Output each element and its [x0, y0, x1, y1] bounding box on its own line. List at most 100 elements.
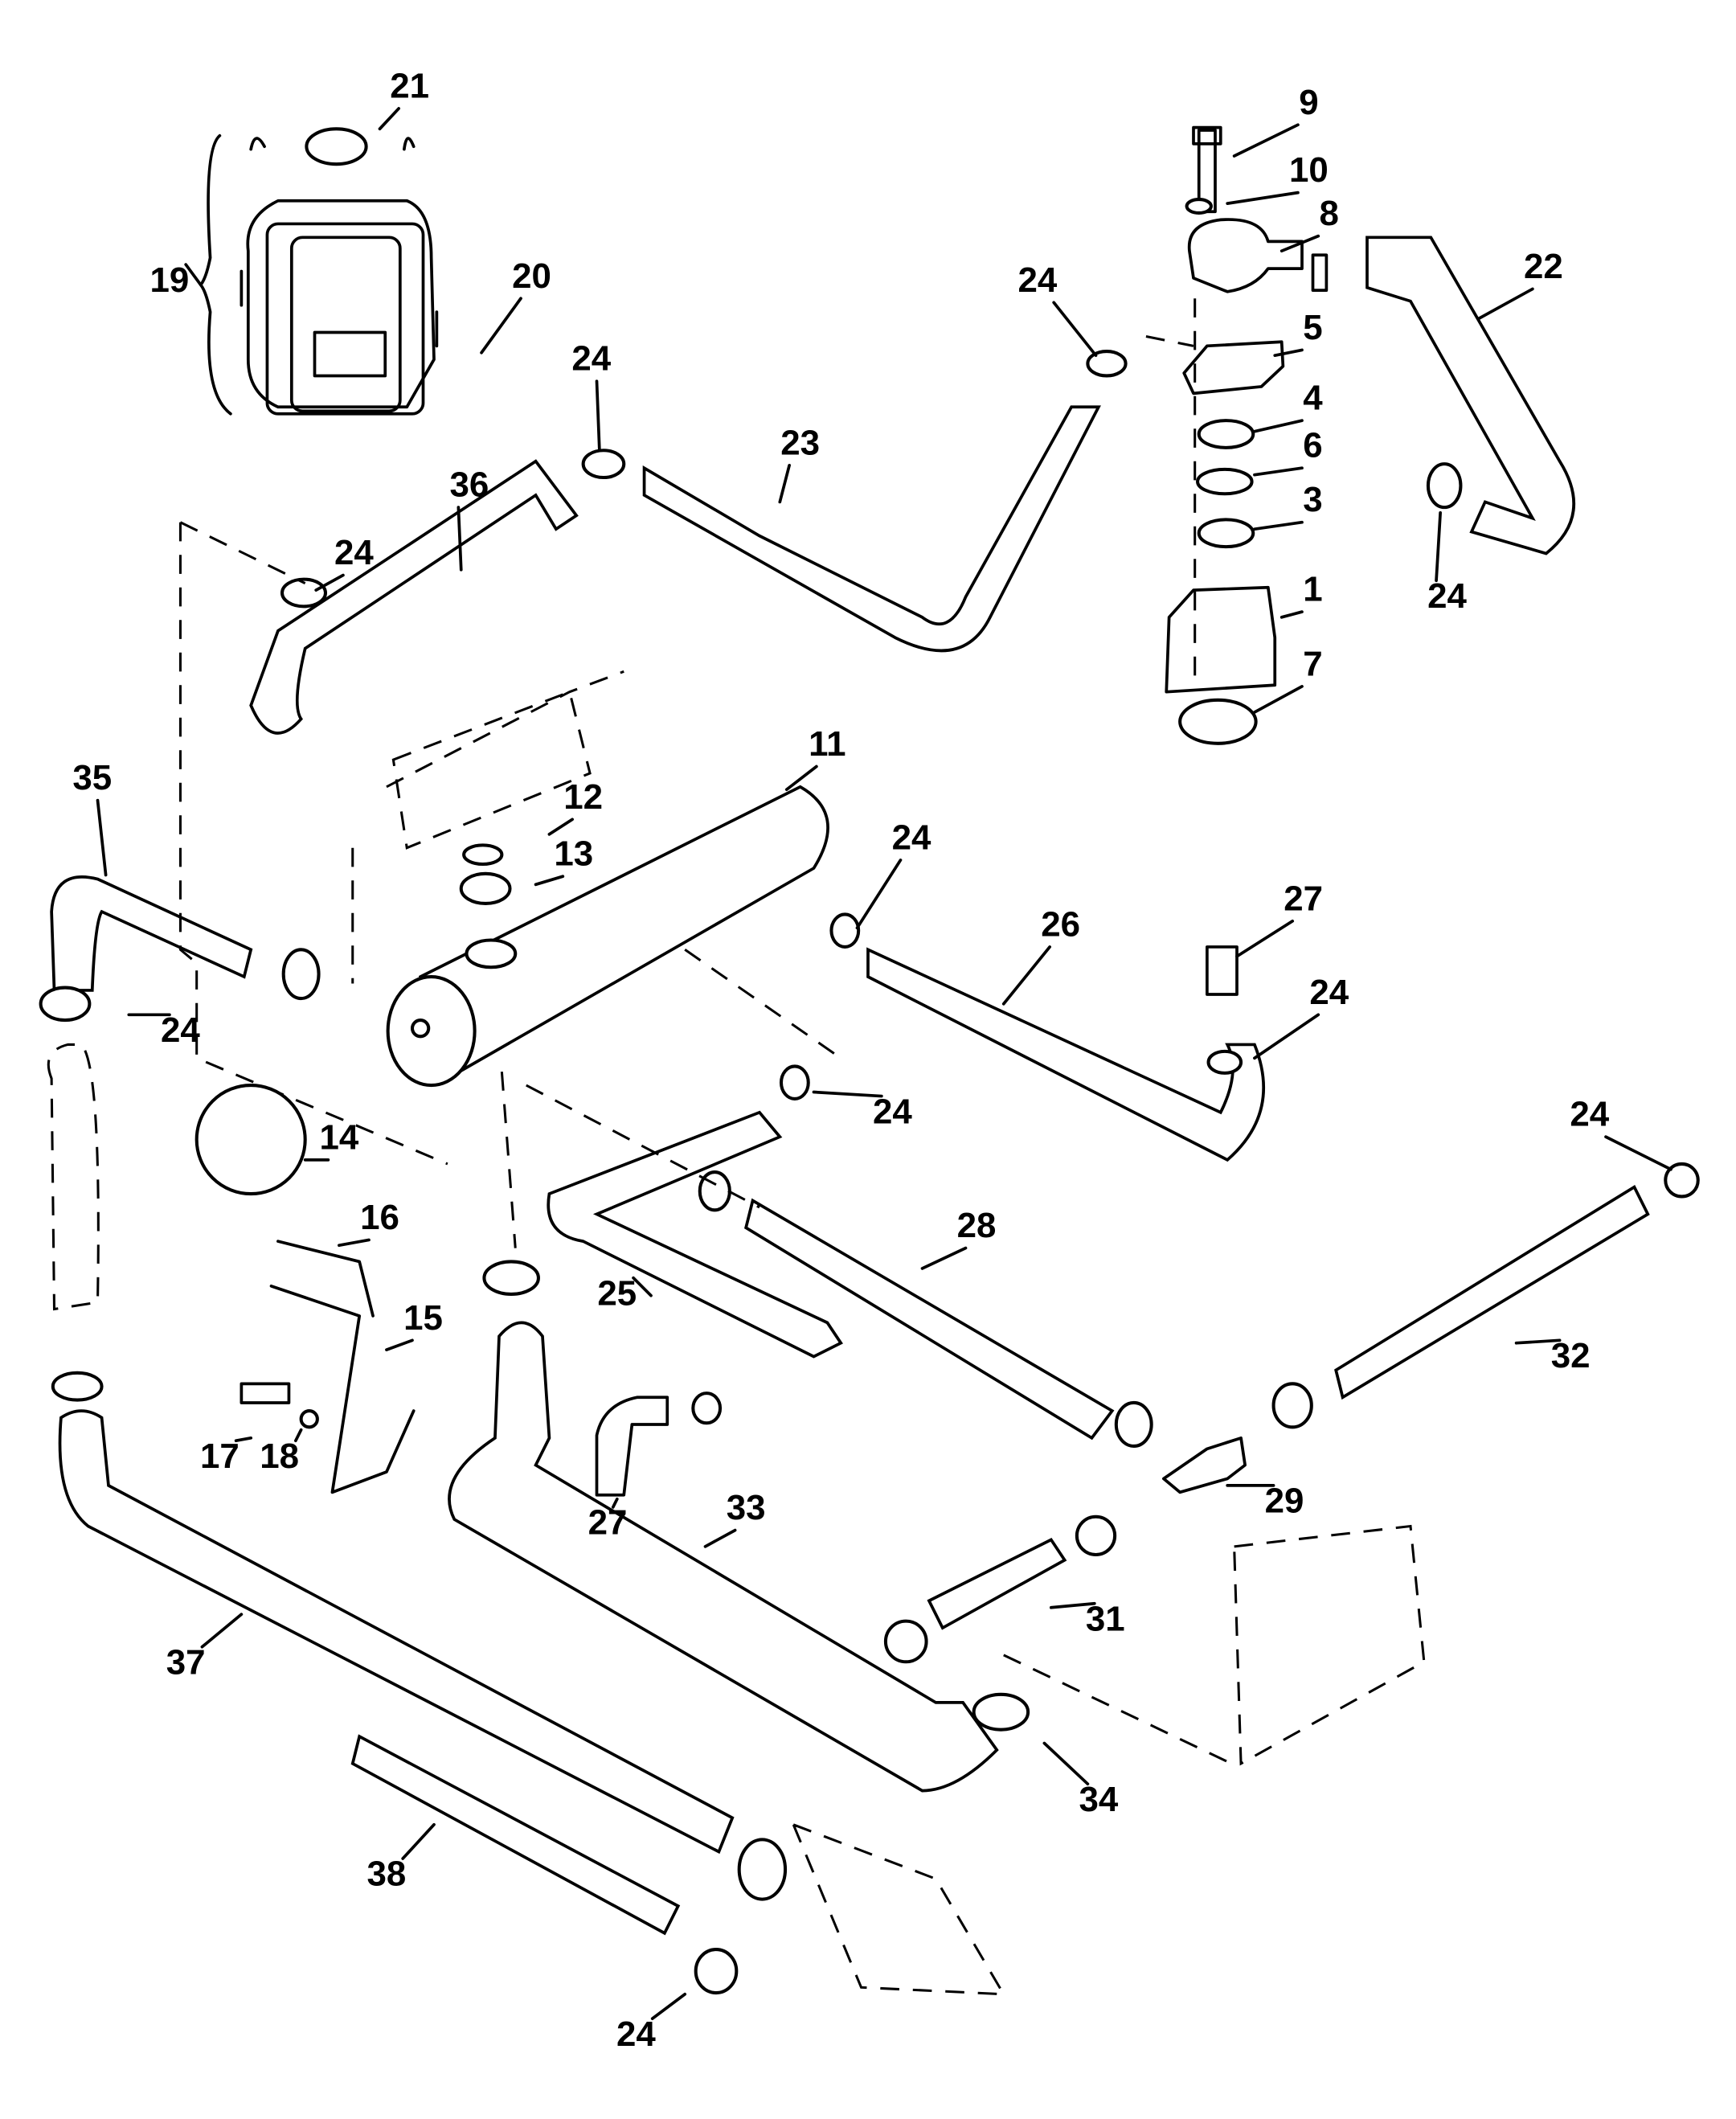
callout-27: 27	[588, 1503, 628, 1543]
callout-29: 29	[1265, 1482, 1304, 1521]
callout-33: 33	[727, 1488, 766, 1527]
callout-37: 37	[166, 1642, 206, 1682]
callout-26: 26	[1041, 904, 1080, 944]
callout-24: 24	[1018, 260, 1058, 300]
leader-line-24	[855, 859, 903, 930]
callout-21: 21	[390, 67, 429, 106]
leader-line-10	[1226, 191, 1300, 205]
leader-line-11	[784, 764, 818, 792]
callout-38: 38	[367, 1855, 407, 1894]
hose-37	[58, 1409, 735, 1855]
leader-line-5	[1273, 348, 1304, 358]
hose-clamps	[39, 350, 1700, 1995]
callout-24: 24	[161, 1010, 200, 1050]
leader-line-24	[1435, 511, 1442, 583]
leader-line-26	[1001, 945, 1051, 1006]
hose-25	[547, 1110, 843, 1359]
callout-24: 24	[571, 339, 611, 379]
callout-6: 6	[1303, 426, 1322, 465]
hose-26	[866, 947, 1265, 1162]
callout-11: 11	[809, 724, 845, 764]
callout-24: 24	[616, 2014, 656, 2054]
leader-line-34	[1042, 1741, 1090, 1786]
leader-line-4	[1253, 419, 1304, 433]
callout-20: 20	[512, 256, 551, 296]
leader-line-7	[1253, 685, 1304, 714]
callout-35: 35	[72, 758, 112, 797]
callout-36: 36	[449, 465, 489, 505]
callout-23: 23	[780, 423, 820, 462]
leader-line-18	[294, 1428, 303, 1443]
callout-24: 24	[1309, 973, 1349, 1012]
leader-line-8	[1279, 234, 1320, 253]
callout-24: 24	[1570, 1095, 1609, 1134]
callout-24: 24	[892, 818, 931, 857]
hose-33	[448, 1321, 999, 1793]
leader-line-24	[1253, 1013, 1320, 1060]
leader-line-12	[547, 818, 574, 836]
hose-35	[50, 875, 253, 992]
hose-22	[1365, 236, 1576, 555]
leader-line-17	[234, 1436, 253, 1443]
leader-line-36	[457, 506, 463, 572]
callout-12: 12	[563, 777, 603, 817]
coolant-reservoir	[199, 127, 439, 416]
leader-line-6	[1253, 466, 1304, 477]
callout-18: 18	[260, 1437, 299, 1476]
callout-17: 17	[200, 1437, 240, 1476]
callout-13: 13	[554, 834, 593, 874]
callout-8: 8	[1320, 194, 1339, 233]
hoses	[50, 236, 1650, 1936]
leader-line-32	[1514, 1338, 1562, 1345]
callout-24: 24	[873, 1092, 912, 1131]
callout-24: 24	[1427, 576, 1467, 616]
callout-1: 1	[1303, 570, 1322, 609]
callout-5: 5	[1303, 308, 1322, 347]
callout-19: 19	[150, 260, 190, 300]
hose-23	[642, 405, 1101, 653]
alignment-lines	[178, 335, 1232, 1765]
callout-24: 24	[334, 533, 374, 572]
callout-9: 9	[1299, 83, 1318, 122]
callout-16: 16	[360, 1198, 399, 1237]
leader-line-16	[338, 1238, 371, 1248]
leader-line-21	[378, 107, 400, 131]
callout-32: 32	[1551, 1336, 1591, 1375]
leader-line-27	[611, 1497, 619, 1509]
leader-lines	[96, 107, 1673, 2020]
callout-34: 34	[1079, 1780, 1118, 1819]
fittings	[240, 945, 1247, 1497]
leader-line-24	[1604, 1135, 1673, 1171]
hose-32	[1334, 1184, 1650, 1400]
leader-line-35	[96, 798, 108, 877]
leader-line-37	[200, 1613, 244, 1649]
leader-line-25	[632, 1276, 653, 1297]
leader-line-24	[314, 573, 345, 592]
leader-line-24	[650, 1992, 687, 2020]
leader-line-3	[1253, 520, 1304, 531]
leader-line-38	[401, 1822, 436, 1860]
leader-line-1	[1279, 610, 1304, 619]
leader-line-9	[1232, 123, 1300, 158]
leader-line-24	[595, 379, 601, 453]
leader-line-28	[920, 1246, 968, 1270]
hose-38	[350, 1734, 681, 1936]
leader-line-31	[1049, 1601, 1096, 1609]
leader-line-23	[778, 463, 791, 504]
heat-exchanger	[386, 785, 829, 1088]
leader-line-13	[534, 875, 565, 887]
ghost-components	[47, 690, 1426, 1996]
callout-31: 31	[1086, 1599, 1125, 1638]
callout-14: 14	[319, 1117, 358, 1157]
callout-7: 7	[1303, 644, 1322, 683]
callout-3: 3	[1303, 480, 1322, 519]
callout-22: 22	[1524, 247, 1563, 286]
callout-27: 27	[1284, 879, 1323, 918]
callout-28: 28	[957, 1206, 997, 1245]
leader-line-24	[1052, 301, 1098, 358]
callout-4: 4	[1303, 379, 1323, 418]
hose-31	[927, 1538, 1067, 1630]
